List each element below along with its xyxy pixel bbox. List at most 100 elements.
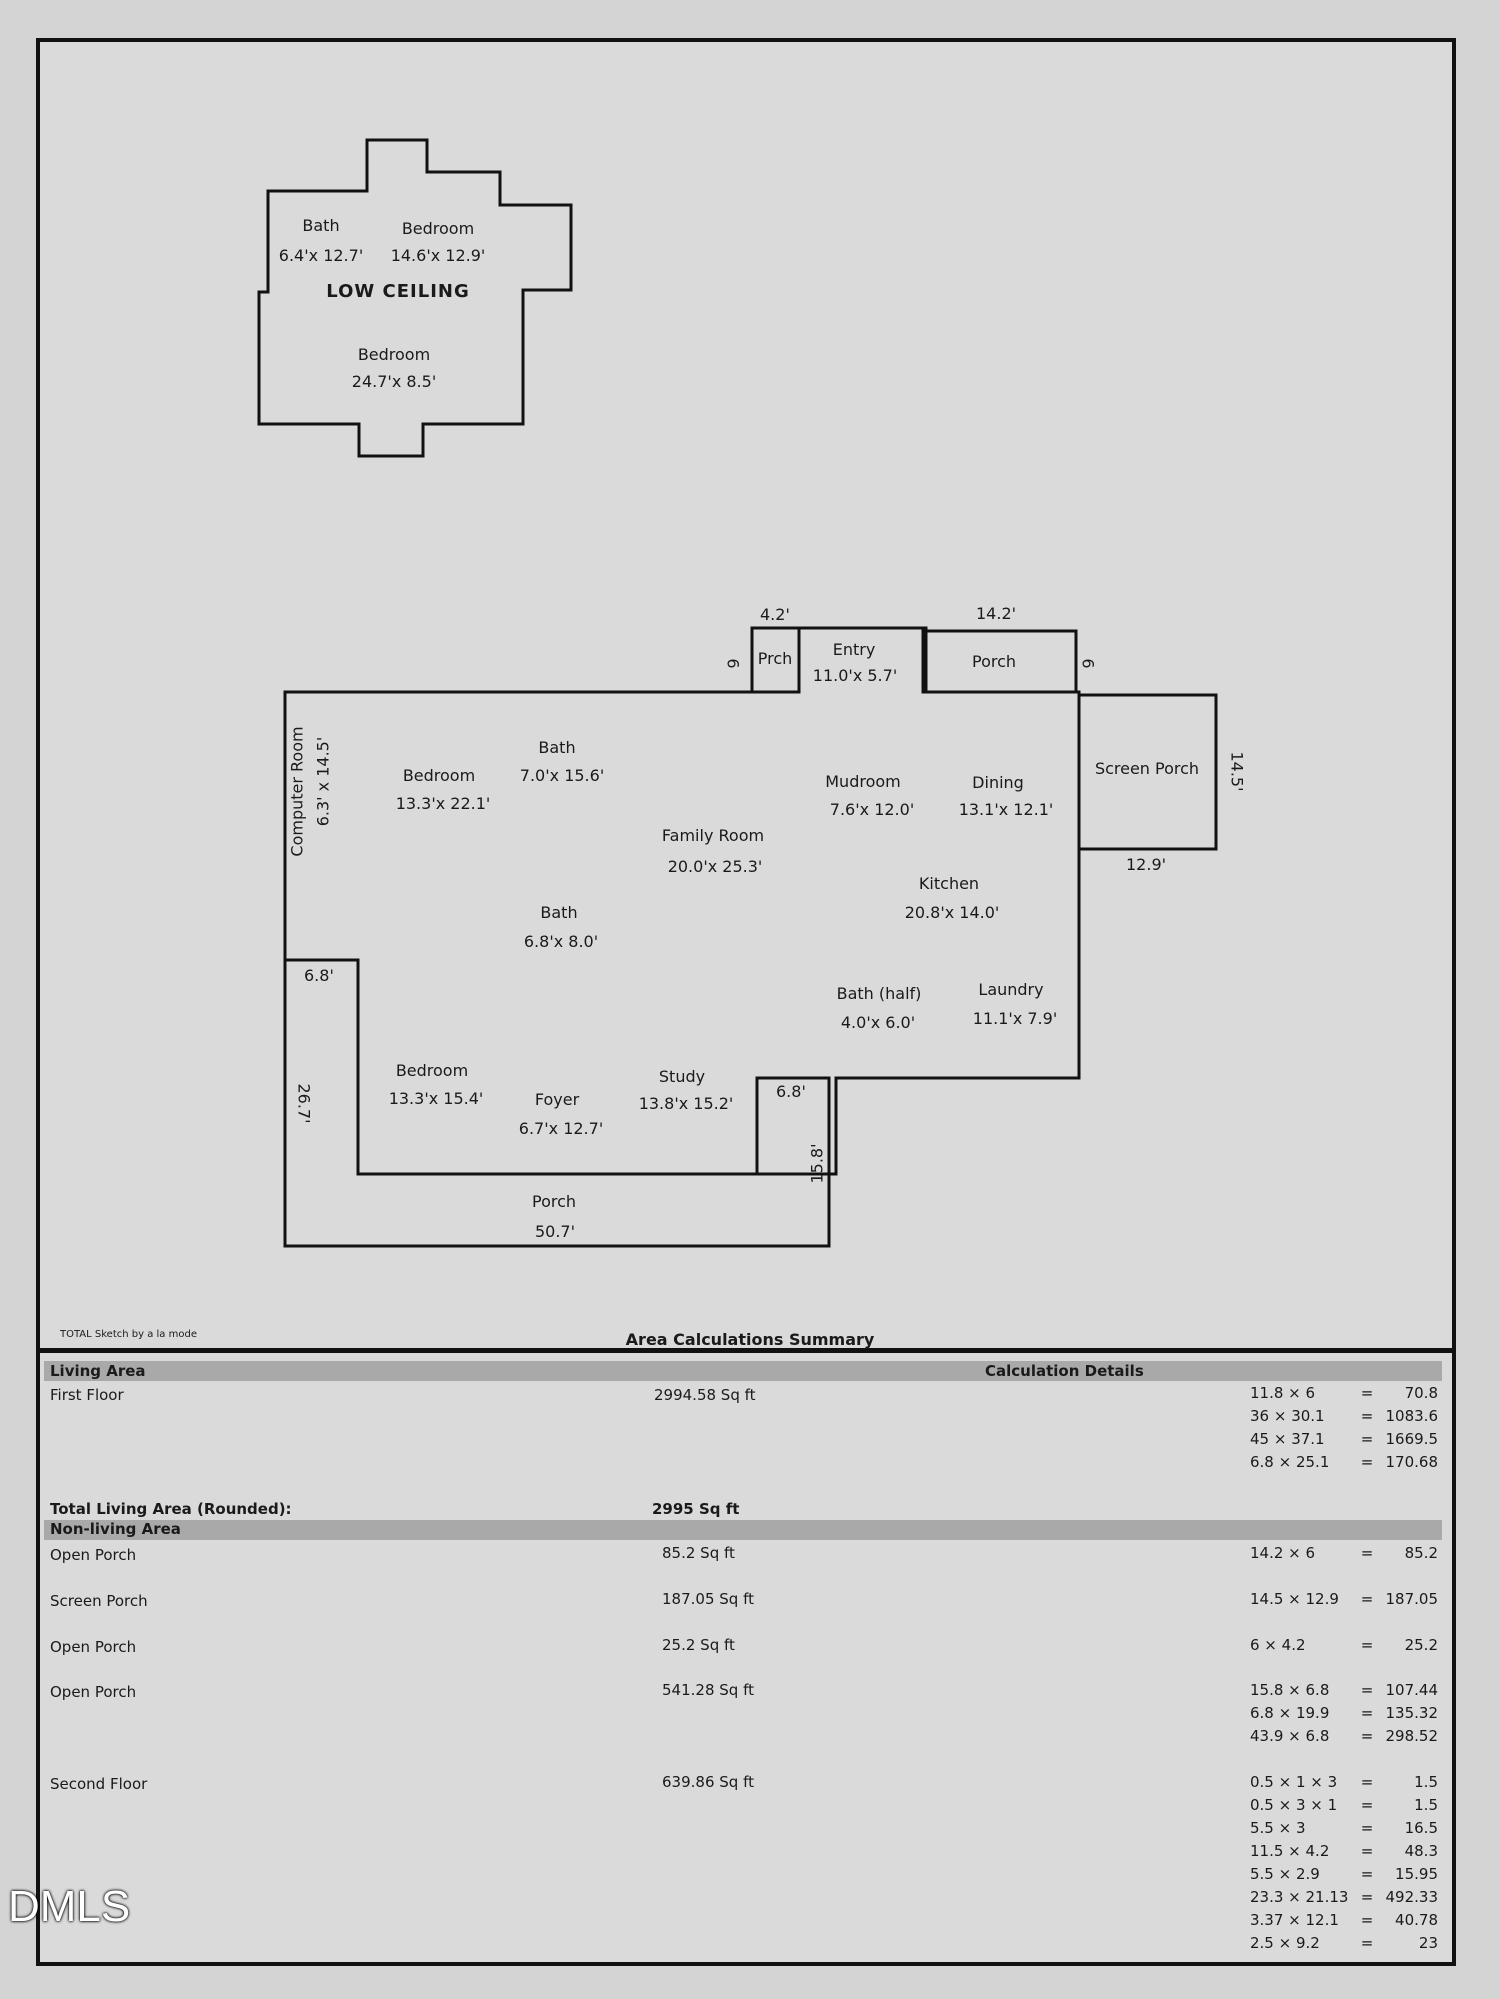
calc-line: 23.3 × 21.13=492.33	[1250, 1888, 1438, 1906]
mudroom-label: Mudroom	[825, 772, 901, 791]
calc-equals: =	[1360, 1407, 1374, 1425]
calc-formula: 2.5 × 9.2	[1250, 1934, 1320, 1952]
calc-equals: =	[1360, 1727, 1374, 1745]
sheet-frame	[36, 38, 1456, 1966]
calc-line: 2.5 × 9.2 = 23	[1250, 1934, 1438, 1952]
dim-6-8-left: 6.8'	[304, 966, 334, 985]
computer-room-dims: 6.3' x 14.5'	[313, 736, 333, 827]
dim-6-right: 6	[1078, 658, 1098, 669]
bath-half-dims: 4.0'x 6.0'	[840, 1013, 916, 1032]
calc-result: 23	[1418, 1934, 1438, 1952]
calc-formula: 23.3 × 21.13	[1250, 1888, 1349, 1906]
dim-15-8: 15.8'	[807, 1143, 827, 1184]
upper-floor-outline	[257, 138, 573, 458]
calc-result: 1669.5	[1385, 1430, 1439, 1448]
mudroom-dims: 7.6'x 12.0'	[829, 800, 915, 819]
calc-equals: =	[1360, 1911, 1374, 1929]
calc-equals: =	[1360, 1453, 1374, 1471]
calc-equals: =	[1360, 1384, 1374, 1402]
calc-result: 15.95	[1395, 1865, 1438, 1883]
calc-result: 40.78	[1395, 1911, 1438, 1929]
dining-label: Dining	[972, 773, 1024, 792]
upper-bath-dims: 6.4'x 12.7'	[278, 246, 364, 265]
dim-26-7: 26.7'	[294, 1083, 314, 1124]
sketch-credit: TOTAL Sketch by a la mode	[60, 1329, 197, 1340]
low-ceiling-note: LOW CEILING	[326, 281, 470, 302]
calc-line: 0.5 × 3 × 1=1.5	[1250, 1796, 1438, 1814]
living-area-heading: Living Area	[50, 1362, 146, 1380]
calc-formula: 11.5 × 4.2	[1250, 1842, 1330, 1860]
first-floor-area: 2994.58 Sq ft	[654, 1386, 756, 1404]
porch-front-dims: 50.7'	[534, 1222, 576, 1241]
bath-b-label: Bath	[540, 903, 578, 922]
calc-line: 36 × 30.1 = 1083.6	[1250, 1407, 1438, 1425]
nonliving-area: 85.2 Sq ft	[662, 1544, 735, 1562]
screen-porch-label: Screen Porch	[1094, 759, 1200, 778]
calc-line: 6 × 4.2=25.2	[1250, 1636, 1438, 1654]
calc-formula: 6.8 × 19.9	[1250, 1704, 1330, 1722]
nonliving-band	[44, 1520, 1442, 1540]
calc-equals: =	[1360, 1636, 1374, 1654]
total-living-label: Total Living Area (Rounded):	[50, 1500, 292, 1518]
calc-equals: =	[1360, 1796, 1374, 1814]
dim-4-2: 4.2'	[760, 605, 790, 624]
laundry-dims: 11.1'x 7.9'	[972, 1009, 1058, 1028]
bedroom-a-dims: 13.3'x 22.1'	[395, 794, 491, 813]
calc-equals: =	[1360, 1888, 1374, 1906]
calc-line: 5.5 × 3 = 16.5	[1250, 1819, 1438, 1837]
calc-equals: =	[1360, 1842, 1374, 1860]
foyer-dims: 6.7'x 12.7'	[518, 1119, 604, 1138]
calc-equals: =	[1360, 1934, 1374, 1952]
calc-result: 16.5	[1404, 1819, 1438, 1837]
porch-front-label: Porch	[531, 1192, 577, 1211]
bath-a-label: Bath	[538, 738, 576, 757]
bath-a-dims: 7.0'x 15.6'	[519, 766, 605, 785]
upper-bedroom1-label: Bedroom	[401, 219, 475, 238]
entry-label: Entry	[832, 640, 876, 659]
dmls-watermark: DMLS	[8, 1882, 131, 1931]
calc-equals: =	[1360, 1544, 1374, 1562]
calc-result: 1083.6	[1385, 1407, 1439, 1425]
summary-divider	[40, 1348, 1452, 1353]
calc-equals: =	[1360, 1704, 1374, 1722]
bedroom-b-label: Bedroom	[395, 1061, 469, 1080]
calc-result: 85.2	[1404, 1544, 1438, 1562]
calc-formula: 5.5 × 3	[1250, 1819, 1306, 1837]
calc-result: 1.5	[1414, 1796, 1438, 1814]
dim-6-left: 6	[723, 658, 743, 669]
summary-title: Area Calculations Summary	[625, 1330, 875, 1349]
total-living-value: 2995 Sq ft	[652, 1500, 740, 1518]
calc-formula: 6 × 4.2	[1250, 1636, 1306, 1654]
calc-formula: 14.2 × 6	[1250, 1544, 1316, 1562]
calc-equals: =	[1360, 1773, 1374, 1791]
calc-result: 187.05	[1385, 1590, 1439, 1608]
prch-label: Prch	[757, 649, 793, 668]
dim-12-9: 12.9'	[1126, 855, 1167, 874]
upper-bedroom2-label: Bedroom	[357, 345, 431, 364]
prch-outline	[750, 626, 801, 694]
calc-line: 0.5 × 1 × 3=1.5	[1250, 1773, 1438, 1791]
calc-result: 298.52	[1385, 1727, 1439, 1745]
calc-result: 1.5	[1414, 1773, 1438, 1791]
porch-top-label: Porch	[971, 652, 1017, 671]
calc-line: 11.8 × 6=70.8	[1250, 1384, 1438, 1402]
living-area-band	[44, 1361, 1442, 1381]
nonliving-label: Open Porch	[50, 1638, 137, 1656]
bath-b-dims: 6.8'x 8.0'	[523, 932, 599, 951]
calc-equals: =	[1360, 1590, 1374, 1608]
calc-formula: 36 × 30.1	[1250, 1407, 1325, 1425]
calc-line: 14.2 × 6 = 85.2	[1250, 1544, 1438, 1562]
calc-equals: =	[1360, 1819, 1374, 1837]
calc-details-heading: Calculation Details	[985, 1362, 1144, 1380]
calc-equals: =	[1360, 1865, 1374, 1883]
bedroom-a-label: Bedroom	[402, 766, 476, 785]
kitchen-dims: 20.8'x 14.0'	[904, 903, 1000, 922]
upper-bedroom2-dims: 24.7'x 8.5'	[351, 372, 437, 391]
kitchen-label: Kitchen	[918, 874, 980, 893]
calc-line: 14.5 × 12.9=187.05	[1250, 1590, 1438, 1608]
nonliving-area: 639.86 Sq ft	[662, 1773, 754, 1791]
calc-result: 48.3	[1404, 1842, 1438, 1860]
nonliving-label: Screen Porch	[50, 1592, 148, 1610]
first-floor-label: First Floor	[50, 1386, 124, 1404]
calc-equals: =	[1360, 1430, 1374, 1448]
